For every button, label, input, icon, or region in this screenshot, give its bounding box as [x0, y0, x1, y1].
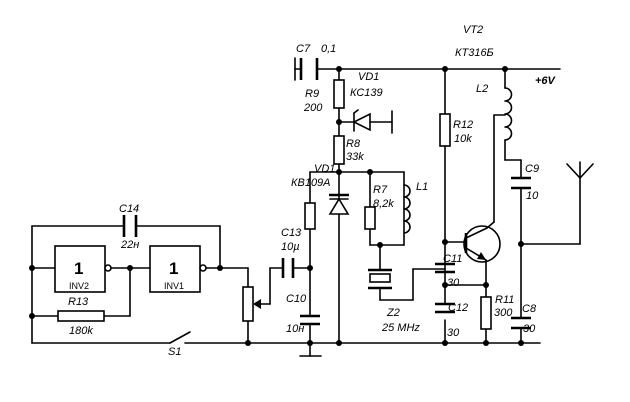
s1-ref: S1 [168, 346, 181, 358]
varicap-diode-vd1 [328, 193, 350, 215]
c11-value: 30 [447, 277, 460, 289]
capacitor-c7 [299, 58, 319, 80]
capacitor-c14 [122, 215, 138, 237]
c9-ref: C9 [525, 163, 539, 175]
supply-label: +6V [535, 75, 557, 87]
resistor-r11 [480, 296, 492, 330]
c8-value: 30 [523, 323, 536, 335]
c11-ref: C11 [443, 253, 462, 265]
c13-value: 10µ [281, 241, 300, 253]
vd1-zener-value: КС139 [350, 87, 383, 99]
inv1-symbol: 1 [169, 259, 178, 278]
r7-value: 8,2k [373, 198, 394, 210]
inv2-symbol: 1 [74, 259, 83, 278]
capacitor-c10 [300, 314, 320, 326]
r12-value: 10k [454, 133, 472, 145]
potentiometer [242, 286, 261, 322]
r9-ref: R9 [305, 88, 319, 100]
capacitor-c12 [435, 302, 455, 314]
capacitor-c11 [435, 262, 455, 274]
r12-ref: R12 [453, 119, 473, 131]
c13-ref: C13 [281, 227, 302, 239]
capacitor-c8 [511, 316, 531, 330]
inductor-l1 [403, 184, 411, 234]
resistor-r9 [333, 79, 345, 109]
resistor-r8 [333, 135, 345, 165]
zener-diode-vd1 [352, 109, 371, 132]
inductor-l2 [504, 87, 513, 141]
c7-value: 0,1 [321, 43, 336, 55]
l2-ref: L2 [476, 83, 488, 95]
crystal-z2 [368, 268, 392, 290]
c14-value: 22н [120, 239, 139, 251]
junction-dots [29, 66, 524, 346]
c14-ref: C14 [119, 203, 139, 215]
inverter-inv2 [54, 245, 112, 293]
r8-value: 33k [346, 151, 364, 163]
c10-ref: C10 [286, 293, 307, 305]
vd1-varicap-ref: VD1 [314, 163, 335, 175]
r13-value: 180k [69, 325, 93, 337]
resistor-r13 [57, 310, 105, 322]
inv2-name: INV2 [69, 281, 89, 291]
l1-ref: L1 [416, 181, 428, 193]
z2-value: 25 MHz [381, 322, 420, 334]
capacitor-c9 [511, 176, 531, 190]
c12-ref: C12 [448, 302, 468, 314]
vd1-varicap-value: КВ109А [291, 177, 331, 189]
resistor-r12 [439, 113, 451, 147]
vd1-zener-ref: VD1 [358, 71, 379, 83]
c10-value: 10н [286, 323, 304, 335]
capacitor-c13 [281, 258, 295, 278]
vt2-ref: VT2 [463, 24, 483, 36]
r8-ref: R8 [346, 138, 361, 150]
inverter-inv1 [149, 245, 207, 293]
r9-value: 200 [303, 102, 323, 114]
labels: C7 0,1 VT2 КТ316Б +6V VD1 КС139 R9 200 R… [68, 24, 557, 358]
r11-value: 300 [494, 307, 513, 319]
r7-ref: R7 [373, 184, 388, 196]
r13-ref: R13 [68, 296, 89, 308]
c8-ref: C8 [522, 303, 537, 315]
vt2-value: КТ316Б [455, 47, 494, 59]
z2-ref: Z2 [386, 307, 400, 319]
inv1-name: INV1 [164, 281, 184, 291]
c7-ref: C7 [296, 43, 311, 55]
c9-value: 10 [526, 190, 539, 202]
resistor-r7 [364, 206, 376, 230]
resistor-bias [304, 202, 316, 230]
r11-ref: R11 [495, 294, 514, 306]
c12-value: 30 [447, 327, 460, 339]
transistor-vt2 [463, 225, 501, 263]
